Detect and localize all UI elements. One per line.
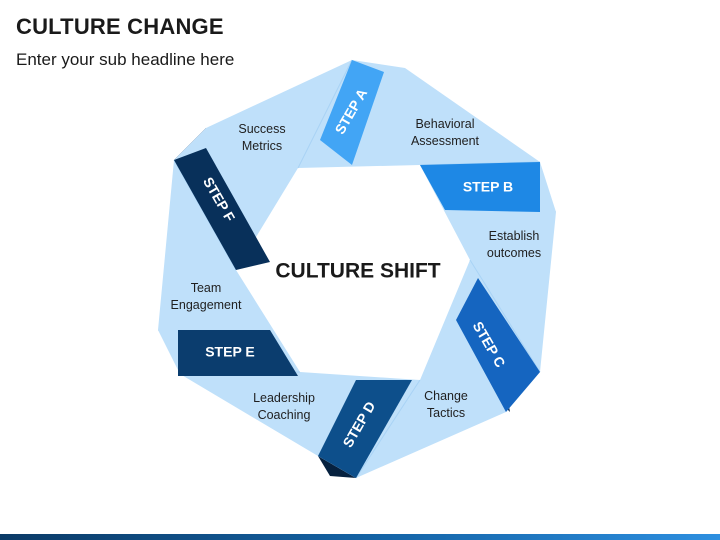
step-a-band — [320, 60, 384, 165]
page-title: CULTURE CHANGE — [16, 14, 224, 39]
step-e-label: STEP E — [205, 344, 255, 360]
step-c-band — [456, 278, 540, 412]
panel-separator-4 — [355, 379, 421, 479]
panel-separator-1 — [297, 59, 353, 169]
step-b-label: STEP B — [463, 179, 513, 195]
step-d-band — [318, 380, 412, 478]
center-label: CULTURE SHIFT — [275, 260, 440, 283]
page-subtitle: Enter your sub headline here — [16, 50, 235, 69]
bottom-accent-bar — [0, 534, 720, 540]
panel-separator-3 — [469, 259, 541, 373]
step-e-band — [178, 330, 298, 376]
step-b-band — [420, 162, 540, 212]
step-f-band — [174, 148, 270, 270]
